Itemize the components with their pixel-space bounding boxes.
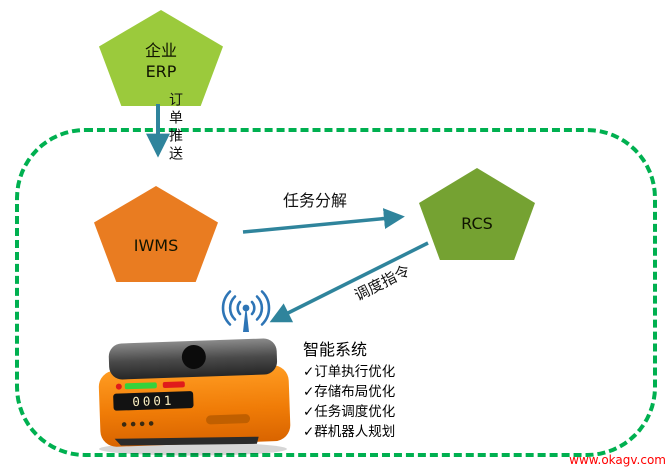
edge-label-task-decompose: 任务分解 [283,191,348,210]
node-erp: 企业 ERP [99,10,223,106]
smart-system-feature-list: ✓订单执行优化 ✓存储布局优化 ✓任务调度优化 ✓群机器人规划 [303,362,395,442]
agv-robot-image: 0001 [98,338,291,456]
watermark-url: www.okagv.com [569,453,666,467]
edge-label-order-push: 订单推送 [167,92,183,164]
node-erp-label-line1: 企业 [144,41,177,60]
smart-system-item: ✓任务调度优化 [303,404,396,420]
smart-system-item: ✓订单执行优化 [303,364,396,380]
smart-system-title: 智能系统 [303,340,368,359]
smart-system-item: ✓群机器人规划 [303,424,396,440]
wifi-antenna-icon [221,290,271,332]
node-rcs-label: RCS [461,213,493,233]
node-iwms-label: IWMS [133,235,179,255]
system-boundary-frame [15,128,657,457]
robot-display-number: 0001 [132,393,175,409]
node-erp-label-line2: ERP [145,62,177,81]
smart-system-item: ✓存储布局优化 [303,384,396,400]
